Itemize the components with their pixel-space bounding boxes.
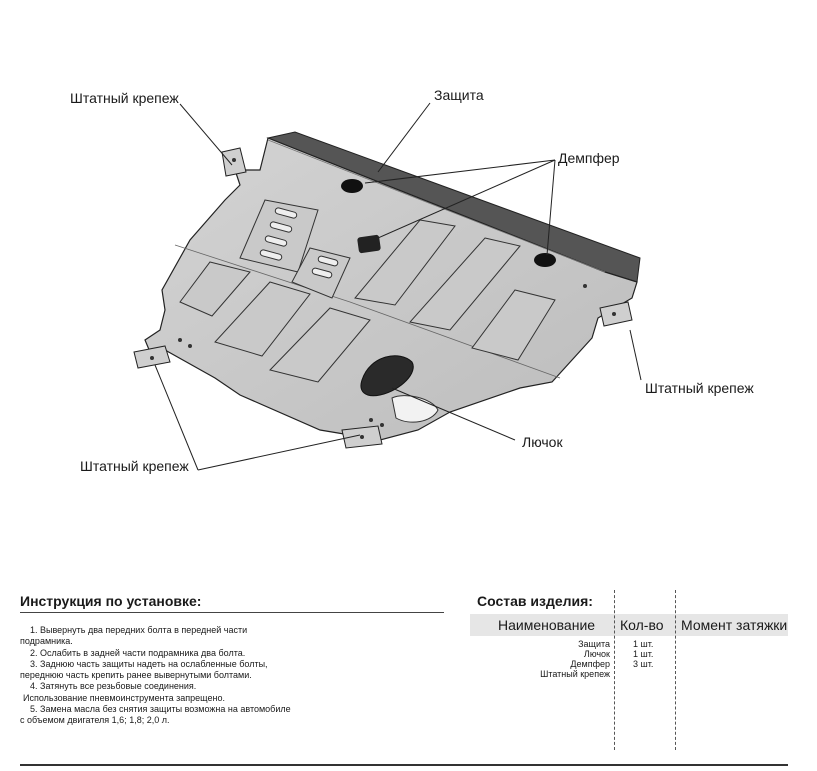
instruction-line: 5. Замена масла без снятия защиты возмож…: [30, 704, 291, 715]
table-cell-qty: 1 шт.: [633, 649, 654, 659]
callout-mount-right: Штатный крепеж: [645, 380, 754, 396]
instruction-line: Использование пневмоинструмента запрещен…: [23, 692, 225, 703]
vent-slots: [259, 207, 339, 279]
fold-line: [267, 139, 606, 273]
instruction-line: 3. Заднюю часть защиты надеть на ослабле…: [30, 658, 268, 669]
damper: [357, 234, 381, 254]
damper: [341, 179, 363, 193]
contents-table-header: [470, 614, 788, 636]
table-cell-name: Защита: [578, 639, 610, 649]
skid-plate-drawing: [133, 102, 642, 471]
table-cell-name: Демпфер: [570, 659, 610, 669]
instruction-line: с объемом двигателя 1,6; 1,8; 2,0 л.: [20, 715, 170, 726]
column-divider: [614, 590, 615, 750]
leader-lines: [154, 102, 642, 471]
contents-heading: Состав изделия:: [477, 593, 593, 609]
table-cell-name: Лючок: [583, 649, 610, 659]
instruction-line: подрамника.: [20, 636, 73, 647]
column-header-name: Наименование: [498, 617, 596, 633]
callout-protection: Защита: [434, 87, 484, 103]
bottom-divider: [20, 764, 788, 766]
instructions-text: 1. Вывернуть два передних болта в передн…: [20, 625, 320, 727]
instruction-line: 4. Затянуть все резьбовые соединения.: [30, 681, 197, 692]
instruction-line: 1. Вывернуть два передних болта в передн…: [30, 625, 248, 635]
instruction-line: переднюю часть крепить ранее вывернутыми…: [20, 670, 252, 681]
instructions-heading: Инструкция по установке:: [20, 593, 202, 609]
callout-damper: Демпфер: [558, 150, 620, 166]
callout-hatch: Лючок: [522, 434, 563, 450]
table-cell-qty: 3 шт.: [633, 659, 654, 669]
stamped-panels: [179, 199, 556, 383]
column-divider: [675, 590, 676, 750]
instruction-line: 2. Ослабить в задней части подрамника дв…: [30, 647, 246, 658]
hatch-cover: [360, 355, 414, 397]
column-header-qty: Кол-во: [620, 617, 664, 633]
column-header-torque: Момент затяжки: [681, 617, 788, 633]
callout-mount-top-left: Штатный крепеж: [70, 90, 179, 106]
damper: [534, 253, 556, 267]
instructions-divider: [20, 612, 444, 613]
table-cell-name: Штатный крепеж: [540, 669, 610, 679]
callout-mount-bottom: Штатный крепеж: [80, 458, 189, 474]
table-cell-qty: 1 шт.: [633, 639, 654, 649]
